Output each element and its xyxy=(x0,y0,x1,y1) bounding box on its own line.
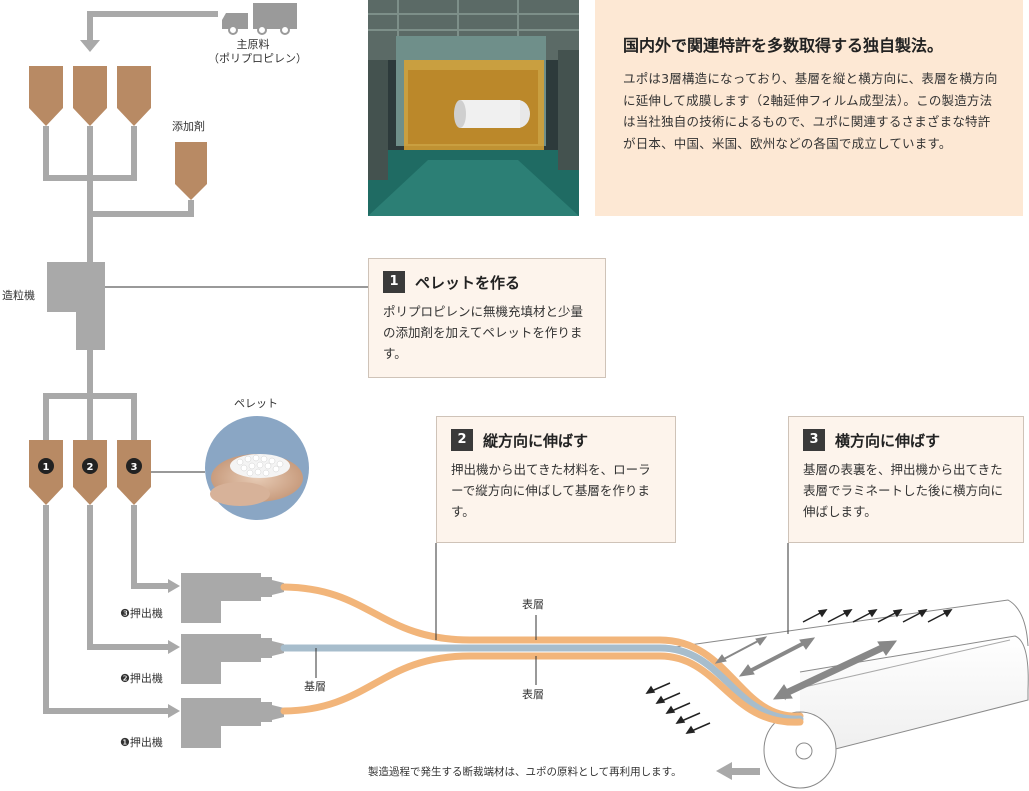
additive-label: 添加剤 xyxy=(172,120,205,133)
extruder-3-label: ❸押出機 xyxy=(120,607,163,620)
truck-icon xyxy=(222,3,297,35)
pellets-in-hands-image xyxy=(205,416,309,520)
step-2-body: 押出機から出てきた材料を、ローラーで縦方向に伸ばして基層を作ります。 xyxy=(451,462,651,519)
extruder-feed-arrows xyxy=(168,579,180,718)
hopper-pipes xyxy=(43,126,194,265)
hopper-2-number: 2 xyxy=(87,462,94,473)
main-material-label: 主原料 （ポリプロピレン） xyxy=(208,38,307,67)
recycle-note: 製造過程で発生する断裁端材は、ユポの原料として再利用します。 xyxy=(368,766,682,778)
stretch-arrows-gray xyxy=(714,636,898,700)
hopper-1-number: 1 xyxy=(43,462,50,473)
raw-material-hoppers xyxy=(29,66,151,126)
hopper-numbers: 1 2 3 xyxy=(38,458,142,474)
intro-body: ユポは3層構造になっており、基層を縦と横方向に、表層を横方向に延伸して成膜します… xyxy=(623,71,998,151)
step-3-box: 3 横方向に伸ばす 基層の表裏を、押出機から出てきた表層でラミネートした後に横方… xyxy=(788,416,1024,543)
granulator-pipes xyxy=(43,350,137,444)
main-material-label-line2: （ポリプロピレン） xyxy=(208,52,307,66)
extruders xyxy=(181,573,284,748)
step-3-title: 横方向に伸ばす xyxy=(835,431,941,450)
additive-hopper xyxy=(175,142,207,200)
step-3-number: 3 xyxy=(803,429,825,451)
intro-title: 国内外で関連特許を多数取得する独自製法。 xyxy=(623,36,944,55)
extruder-feed-pipes xyxy=(43,505,170,714)
step-2-title: 縦方向に伸ばす xyxy=(483,431,589,450)
extruder-2-label: ❷押出機 xyxy=(120,672,163,685)
granulator xyxy=(47,262,105,350)
pellet-label: ペレット xyxy=(234,397,278,410)
base-layer-label: 基層 xyxy=(304,680,326,693)
step-1-number: 1 xyxy=(383,271,405,293)
feed-arrow xyxy=(80,40,100,52)
step-1-box: 1 ペレットを作る ポリプロピレンに無機充填材と少量の添加剤を加えてペレットを作… xyxy=(368,258,606,378)
step-2-box: 2 縦方向に伸ばす 押出機から出てきた材料を、ローラーで縦方向に伸ばして基層を作… xyxy=(436,416,676,543)
hopper-3-number: 3 xyxy=(131,462,138,473)
step-1-title: ペレットを作る xyxy=(415,273,521,292)
main-material-label-line1: 主原料 xyxy=(236,38,270,51)
granulator-label: 造粒機 xyxy=(2,289,35,302)
intro-box: 国内外で関連特許を多数取得する独自製法。 ユポは3層構造になっており、基層を縦と… xyxy=(595,0,1023,216)
leader-lines xyxy=(315,543,789,685)
step-1-body: ポリプロピレンに無機充填材と少量の添加剤を加えてペレットを作ります。 xyxy=(383,304,584,361)
step-2-number: 2 xyxy=(451,429,473,451)
factory-photo xyxy=(368,0,579,216)
stretch-arrows-black xyxy=(645,609,953,734)
recycle-arrow-icon xyxy=(716,762,760,780)
step-3-body: 基層の表裏を、押出機から出てきた表層でラミネートした後に横方向に伸ばします。 xyxy=(803,462,1004,519)
surface-layer-top-label: 表層 xyxy=(522,598,544,611)
feed-pipe xyxy=(87,11,218,42)
surface-layer-bottom-label: 表層 xyxy=(522,688,544,701)
film-layers xyxy=(280,583,804,726)
film-roll xyxy=(667,599,1029,789)
extruder-1-label: ❶押出機 xyxy=(120,736,163,749)
